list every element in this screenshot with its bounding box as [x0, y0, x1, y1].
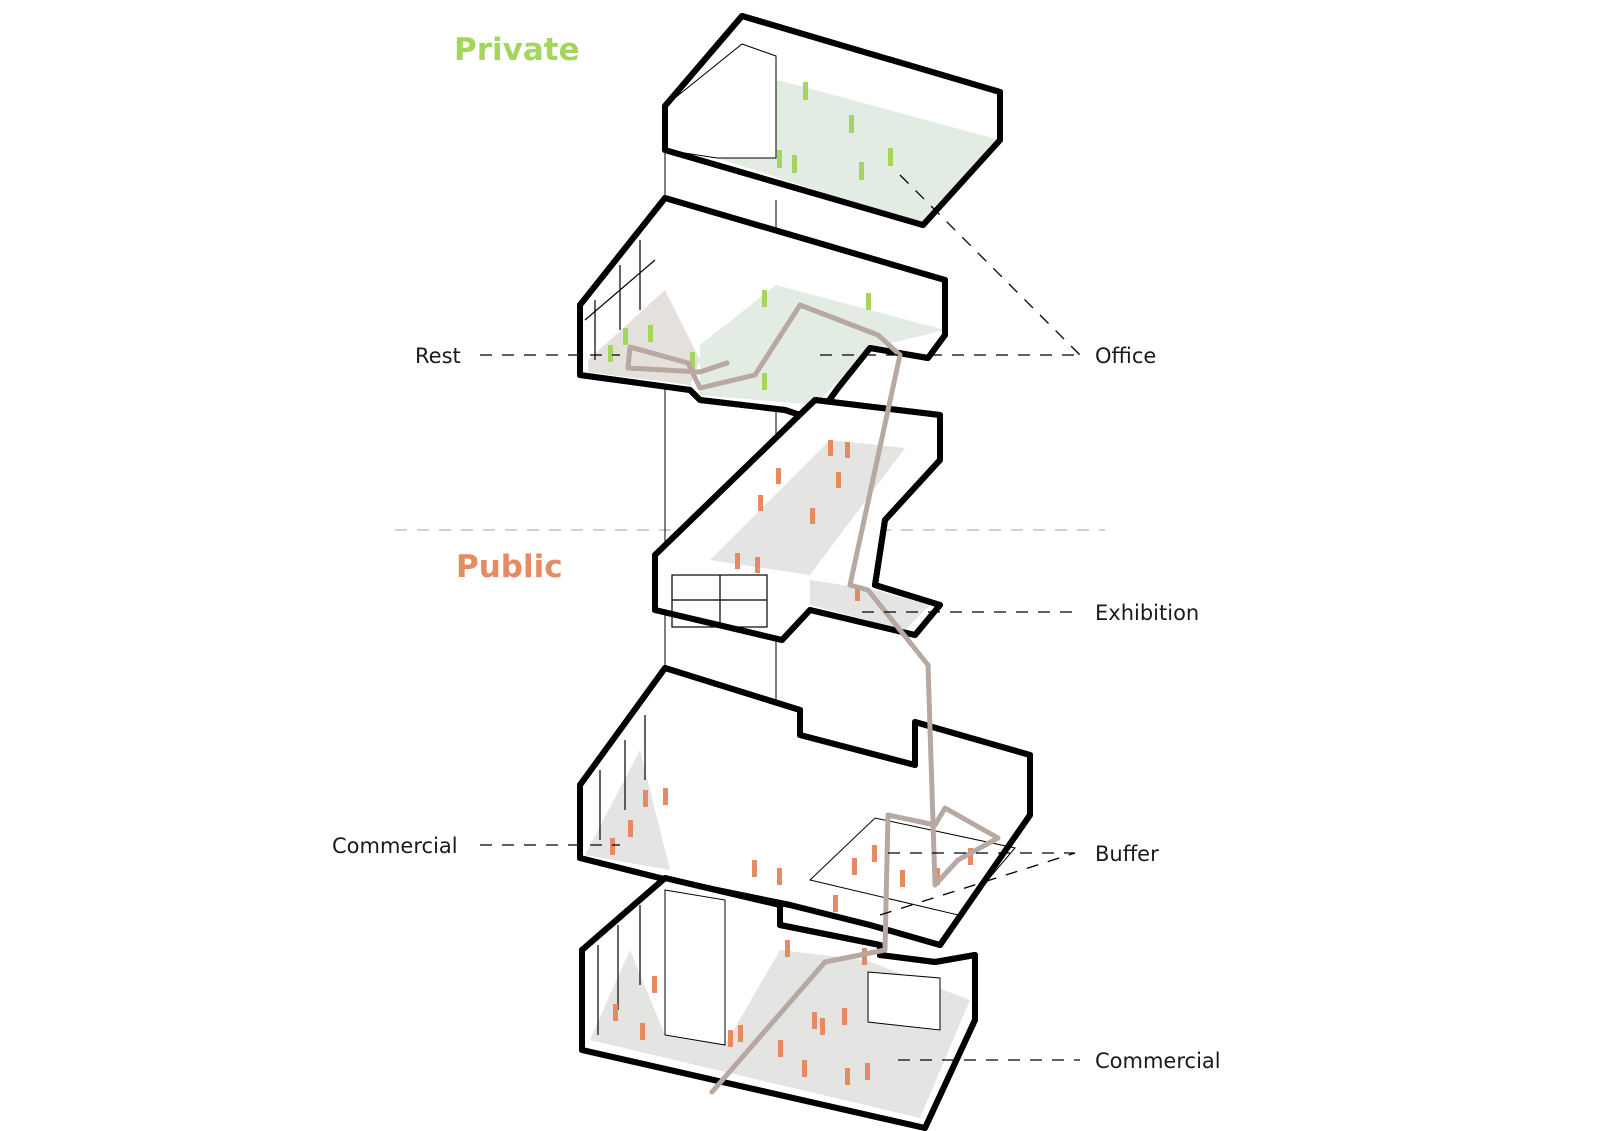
buffer-well	[808, 817, 1016, 916]
label-rest: Rest	[415, 344, 461, 368]
zone-title-public: Public	[456, 549, 563, 585]
commercial-floor-level2	[585, 750, 670, 870]
exhibition-floor	[710, 440, 905, 575]
level-rest-office	[577, 195, 948, 423]
level-commercial-buffer	[577, 665, 1033, 948]
label-commercial-upper: Commercial	[332, 834, 458, 858]
label-commercial-lower: Commercial	[1095, 1049, 1221, 1073]
label-buffer: Buffer	[1095, 842, 1159, 866]
level4-people	[608, 290, 871, 390]
rest-floor	[588, 290, 700, 385]
label-exhibition: Exhibition	[1095, 601, 1199, 625]
commercial-windows-ground	[597, 905, 641, 1035]
ground-entrance	[867, 971, 941, 1031]
level2-people	[610, 788, 973, 912]
zone-title-private: Private	[454, 32, 580, 68]
office-floor-level4	[700, 285, 945, 405]
exhibition-lower-floor	[810, 580, 930, 630]
level-commercial-ground	[579, 875, 978, 1131]
label-office: Office	[1095, 344, 1156, 368]
ground-core	[664, 889, 726, 1046]
rest-windows	[584, 240, 656, 360]
office-core-block	[664, 43, 777, 159]
circulation-path	[625, 302, 1001, 1095]
level-exhibition	[652, 397, 943, 643]
level-office-top	[662, 13, 1003, 228]
exhibition-people	[735, 440, 860, 601]
leader-lines	[480, 174, 1081, 1061]
commercial-windows-level2	[599, 715, 646, 840]
office-floor	[717, 80, 1000, 225]
office-people	[777, 82, 893, 180]
